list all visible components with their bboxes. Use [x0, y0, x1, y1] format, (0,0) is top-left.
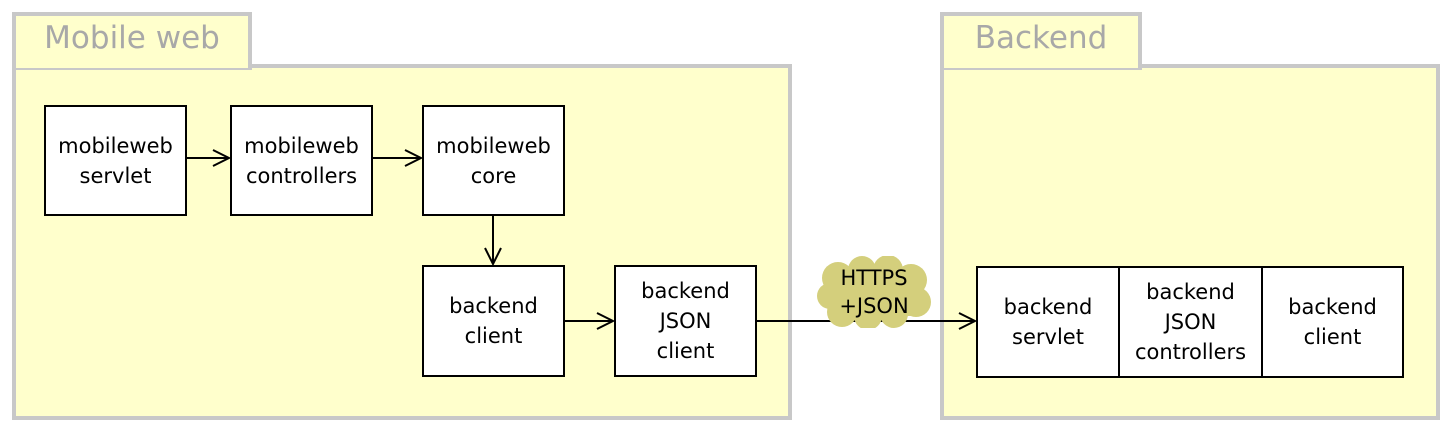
backend-servlet-node: backend servlet — [976, 266, 1120, 378]
backend-client-node: backend client — [422, 265, 565, 377]
backend-client-backend-label: backend client — [1288, 295, 1377, 349]
backend-client-label: backend client — [449, 294, 538, 348]
backend-servlet-label: backend servlet — [1003, 295, 1093, 349]
https-json-label: HTTPS +JSON — [839, 266, 909, 318]
backend-json-controllers-node: backend JSON controllers — [1118, 266, 1263, 378]
mobileweb-servlet-node: mobileweb servlet — [44, 105, 187, 216]
mobileweb-core-label: mobileweb core — [436, 133, 551, 188]
backend-json-client-node: backend JSON client — [614, 265, 757, 377]
backend-package-title: Backend — [974, 20, 1108, 56]
cloud-icon — [817, 256, 931, 328]
backend-client-backend-node: backend client — [1261, 266, 1404, 378]
mobile-web-package-title: Mobile web — [44, 20, 220, 56]
mobileweb-core-node: mobileweb core — [422, 105, 565, 216]
mobileweb-servlet-label: mobileweb servlet — [58, 133, 173, 188]
backend-package-tab: Backend — [940, 12, 1142, 70]
mobileweb-controllers-label: mobileweb controllers — [244, 133, 359, 188]
mobileweb-controllers-node: mobileweb controllers — [230, 105, 373, 216]
backend-json-controllers-label: backend JSON controllers — [1134, 280, 1247, 364]
backend-json-client-label: backend JSON client — [641, 279, 730, 363]
mobile-web-package-tab: Mobile web — [12, 12, 252, 70]
